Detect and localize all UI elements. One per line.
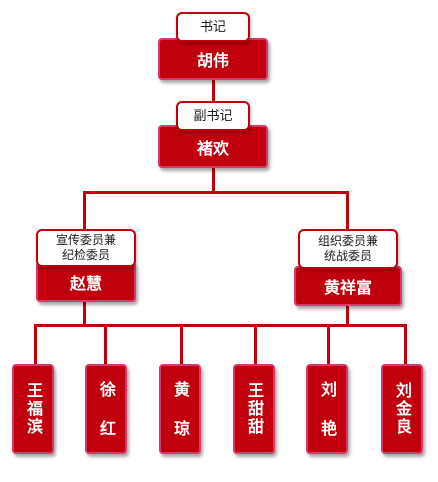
connector-member-6 bbox=[404, 324, 407, 366]
connector-left-down bbox=[83, 300, 86, 326]
connector-members-horizontal bbox=[34, 324, 407, 327]
left-name: 赵慧 bbox=[69, 274, 102, 293]
member-box-5: 刘 艳 bbox=[306, 364, 348, 454]
deputy-name-box: 褚欢 bbox=[158, 125, 268, 168]
left-role-line1: 宣传委员兼 bbox=[55, 233, 116, 247]
left-name-box: 赵慧 bbox=[36, 262, 136, 302]
left-role-line2: 纪检委员 bbox=[61, 248, 110, 262]
deputy-role-box: 副书记 bbox=[176, 101, 250, 131]
secretary-role: 书记 bbox=[199, 19, 226, 35]
right-role-line1: 组织委员兼 bbox=[317, 234, 378, 248]
member-box-2: 徐 红 bbox=[85, 364, 127, 454]
connector-right-down bbox=[346, 304, 349, 326]
left-role-box: 宣传委员兼 纪检委员 bbox=[36, 229, 136, 267]
member-name-5: 刘 艳 bbox=[318, 380, 337, 438]
connector-member-5 bbox=[327, 324, 330, 366]
member-box-1: 王福滨 bbox=[12, 364, 54, 454]
connector-left-branch bbox=[83, 191, 86, 232]
right-name-box: 黄祥富 bbox=[294, 266, 402, 306]
secretary-name: 胡伟 bbox=[196, 51, 229, 70]
connector-deputy-down bbox=[212, 167, 215, 193]
connector-secretary-deputy bbox=[212, 79, 215, 104]
member-box-3: 黄 琼 bbox=[159, 364, 201, 454]
connector-member-2 bbox=[104, 324, 107, 366]
right-role-line2: 统战委员 bbox=[323, 249, 372, 263]
right-name: 黄祥富 bbox=[323, 278, 372, 297]
secretary-role-box: 书记 bbox=[176, 12, 250, 42]
connector-member-1 bbox=[34, 324, 37, 366]
member-box-4: 王甜甜 bbox=[233, 364, 275, 454]
member-box-6: 刘金良 bbox=[381, 364, 423, 454]
connector-member-3 bbox=[180, 324, 183, 366]
member-name-6: 刘金良 bbox=[393, 382, 412, 436]
deputy-role: 副书记 bbox=[193, 108, 233, 124]
connector-member-4 bbox=[254, 324, 257, 366]
connector-branch-horizontal bbox=[83, 191, 349, 194]
deputy-name: 褚欢 bbox=[196, 138, 229, 158]
member-name-1: 王福滨 bbox=[24, 382, 43, 436]
right-role-box: 组织委员兼 统战委员 bbox=[298, 229, 398, 269]
secretary-name-box: 胡伟 bbox=[158, 38, 268, 80]
connector-right-branch bbox=[346, 191, 349, 232]
member-name-2: 徐 红 bbox=[97, 380, 116, 438]
member-name-4: 王甜甜 bbox=[245, 382, 264, 436]
member-name-3: 黄 琼 bbox=[171, 380, 190, 438]
